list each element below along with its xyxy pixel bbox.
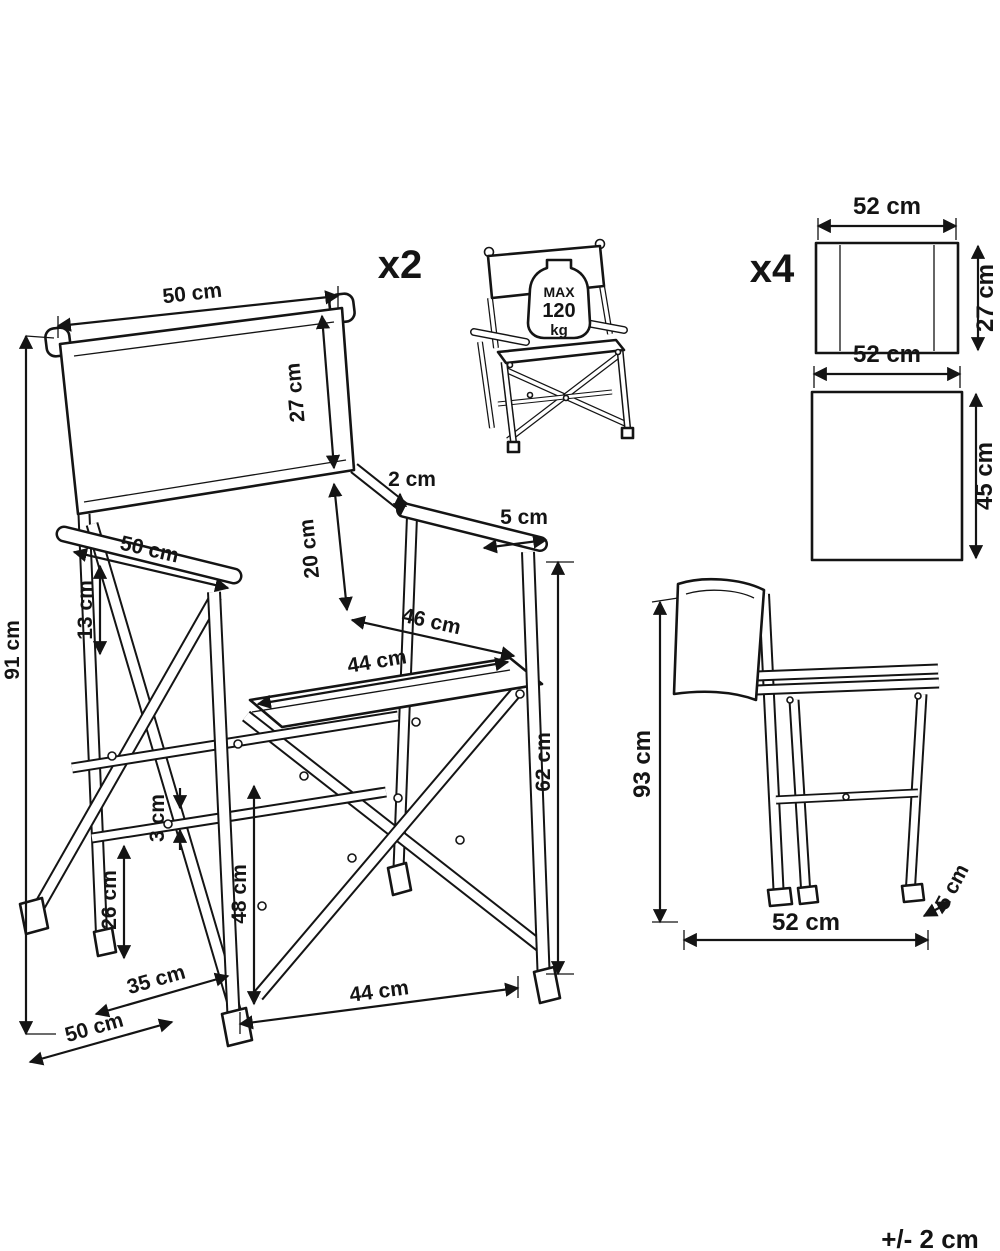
dim-seat-depth-arrow <box>350 615 516 661</box>
dim-armrest-width-label: 5 cm <box>500 506 548 529</box>
dim-stretcher-height: 26 cm <box>98 844 132 960</box>
dim-front-rail-height-label: 48 cm <box>228 864 251 924</box>
max-load-label: MAX <box>543 284 575 300</box>
dim-seat-height: 62 cm <box>532 560 574 976</box>
quantity-chairs-label: x2 <box>378 243 423 287</box>
dim-backrest-height-arrow <box>315 314 341 470</box>
dim-stretcher-thickness-label: 3 cm <box>146 794 169 842</box>
tolerance-note: +/- 2 cm <box>881 1224 979 1251</box>
dim-armrest-to-seat: 20 cm <box>295 482 353 612</box>
dim-base-inner-depth: 35 cm <box>94 960 230 1018</box>
dim-side-foot-label: 5 cm <box>931 860 974 913</box>
dim-panel1-width-label: 52 cm <box>853 193 921 220</box>
dim-front-rail-height: 48 cm <box>228 784 262 1006</box>
dim-side-depth: 52 cm <box>682 909 930 950</box>
fabric-panels: x4 52 cm 27 cm 52 cm 45 cm <box>750 193 999 562</box>
dim-side-height: 93 cm <box>629 597 679 924</box>
dim-base-width-arrow <box>238 982 520 1030</box>
dim-side-depth-label: 52 cm <box>772 909 840 936</box>
dim-panel2-height-label: 45 cm <box>971 442 998 510</box>
dim-armrest-front-height-label: 13 cm <box>74 580 97 640</box>
dim-stretcher-thickness: 3 cm <box>146 788 188 850</box>
dim-base-depth-label: 50 cm <box>62 1008 126 1047</box>
dim-panel1-width: 52 cm <box>816 193 958 240</box>
dim-armrest-thickness-label: 2 cm <box>388 468 436 491</box>
dim-overall-height: 91 cm <box>1 334 56 1036</box>
quantity-chairs: x2 <box>378 243 423 287</box>
dim-backrest-height: 27 cm <box>281 314 341 470</box>
dim-seat-width-label: 44 cm <box>346 645 409 678</box>
dim-overall-height-label: 91 cm <box>1 620 24 680</box>
dim-stretcher-height-label: 26 cm <box>98 870 121 930</box>
dim-panel2-height: 45 cm <box>968 392 998 560</box>
seat-fabric-panel <box>810 390 964 562</box>
dim-panel1-height-label: 27 cm <box>972 264 999 332</box>
dim-armrest-length-arrow <box>72 547 230 593</box>
dim-seat-height-label: 62 cm <box>532 732 555 792</box>
dim-backrest-height-label: 27 cm <box>281 362 309 423</box>
dim-base-inner-depth-arrow <box>94 972 230 1018</box>
dim-base-inner-depth-label: 35 cm <box>124 960 188 999</box>
dim-armrest-width-arrow <box>482 534 548 554</box>
backrest-fabric-panel <box>814 241 960 355</box>
max-load-badge: MAX 120 kg <box>526 258 592 340</box>
dim-side-height-label: 93 cm <box>629 730 656 798</box>
dim-base-depth-arrow <box>28 1018 174 1066</box>
dim-seat-width-arrow <box>256 657 510 709</box>
side-view-drawing <box>672 577 940 908</box>
dim-panel2-width: 52 cm <box>812 341 962 388</box>
dim-base-depth: 50 cm <box>28 1008 174 1066</box>
dim-side-foot-arrow <box>922 901 952 917</box>
dim-armrest-to-seat-label: 20 cm <box>295 518 324 580</box>
dim-armrest-front-height: 13 cm <box>74 564 108 656</box>
dim-panel1-height: 27 cm <box>970 244 999 352</box>
dim-seat-depth: 46 cm <box>350 604 516 661</box>
dim-side-foot: 5 cm <box>922 860 974 917</box>
quantity-panels-label: x4 <box>750 247 795 291</box>
dim-backrest-width-arrow <box>56 290 340 332</box>
dim-armrest-thickness: 2 cm <box>388 468 436 518</box>
dim-armrest-width: 5 cm <box>482 506 548 554</box>
dim-base-width: 44 cm <box>238 976 520 1034</box>
weight-jug-icon <box>526 258 592 340</box>
dim-armrest-to-seat-arrow <box>328 482 353 612</box>
dim-panel2-width-label: 52 cm <box>853 341 921 368</box>
dim-backrest-width-label: 50 cm <box>161 279 223 309</box>
max-load-unit: kg <box>550 322 568 339</box>
max-load-value: 120 <box>542 300 575 322</box>
